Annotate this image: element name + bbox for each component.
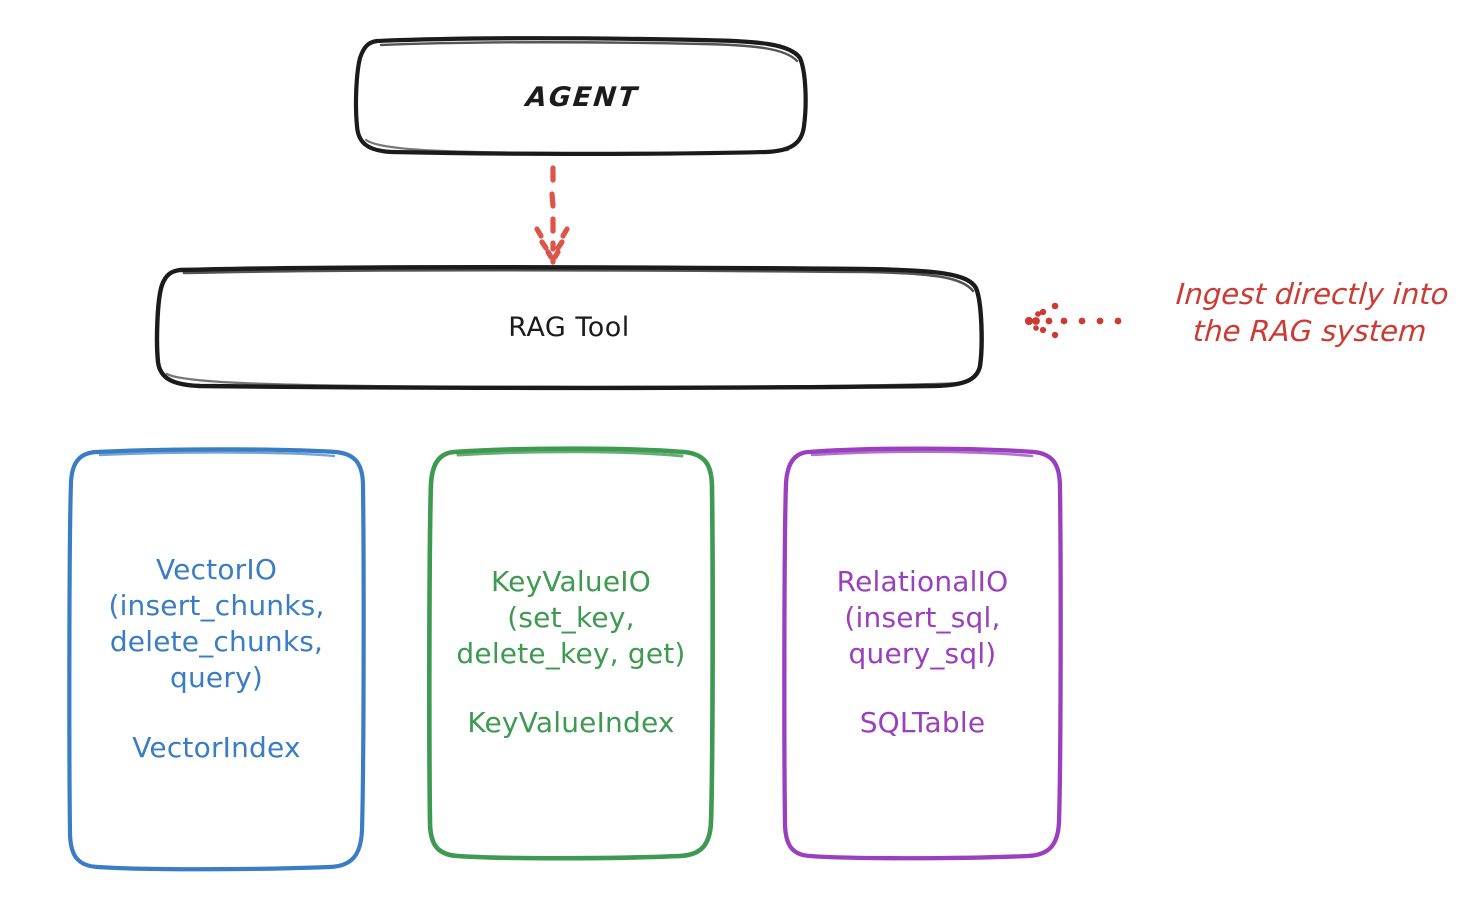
ingest-arrow <box>1024 302 1122 339</box>
relational-io-box-outline <box>782 446 1063 861</box>
vector-io-interface-label: VectorIO (insert_chunks, delete_chunks, … <box>108 553 325 694</box>
agent-box-outline <box>353 36 808 156</box>
rag-tool-box-outline <box>154 265 984 391</box>
vector-index-label: VectorIndex <box>132 730 301 764</box>
key-value-io-node[interactable]: KeyValueIO (set_key, delete_key, get) Ke… <box>430 450 712 855</box>
agent-node[interactable]: AGENT <box>357 40 807 154</box>
key-value-io-interface-label: KeyValueIO (set_key, delete_key, get) <box>456 564 686 670</box>
sql-table-label: SQLTable <box>859 706 986 740</box>
rag-tool-label: RAG Tool <box>508 311 630 343</box>
relational-io-interface-label: RelationalIO (insert_sql, query_sql) <box>836 564 1009 670</box>
vector-io-node[interactable]: VectorIO (insert_chunks, delete_chunks, … <box>70 450 363 868</box>
rag-tool-node[interactable]: RAG Tool <box>157 268 981 386</box>
key-value-io-box-outline <box>427 446 715 861</box>
key-value-index-label: KeyValueIndex <box>467 706 675 740</box>
agent-to-rag-arrow <box>534 165 570 265</box>
agent-label: AGENT <box>524 81 640 113</box>
vector-io-box-outline <box>67 447 366 872</box>
relational-io-node[interactable]: RelationalIO (insert_sql, query_sql) SQL… <box>785 450 1060 855</box>
ingest-annotation-text: Ingest directly into the RAG system <box>1174 277 1450 349</box>
